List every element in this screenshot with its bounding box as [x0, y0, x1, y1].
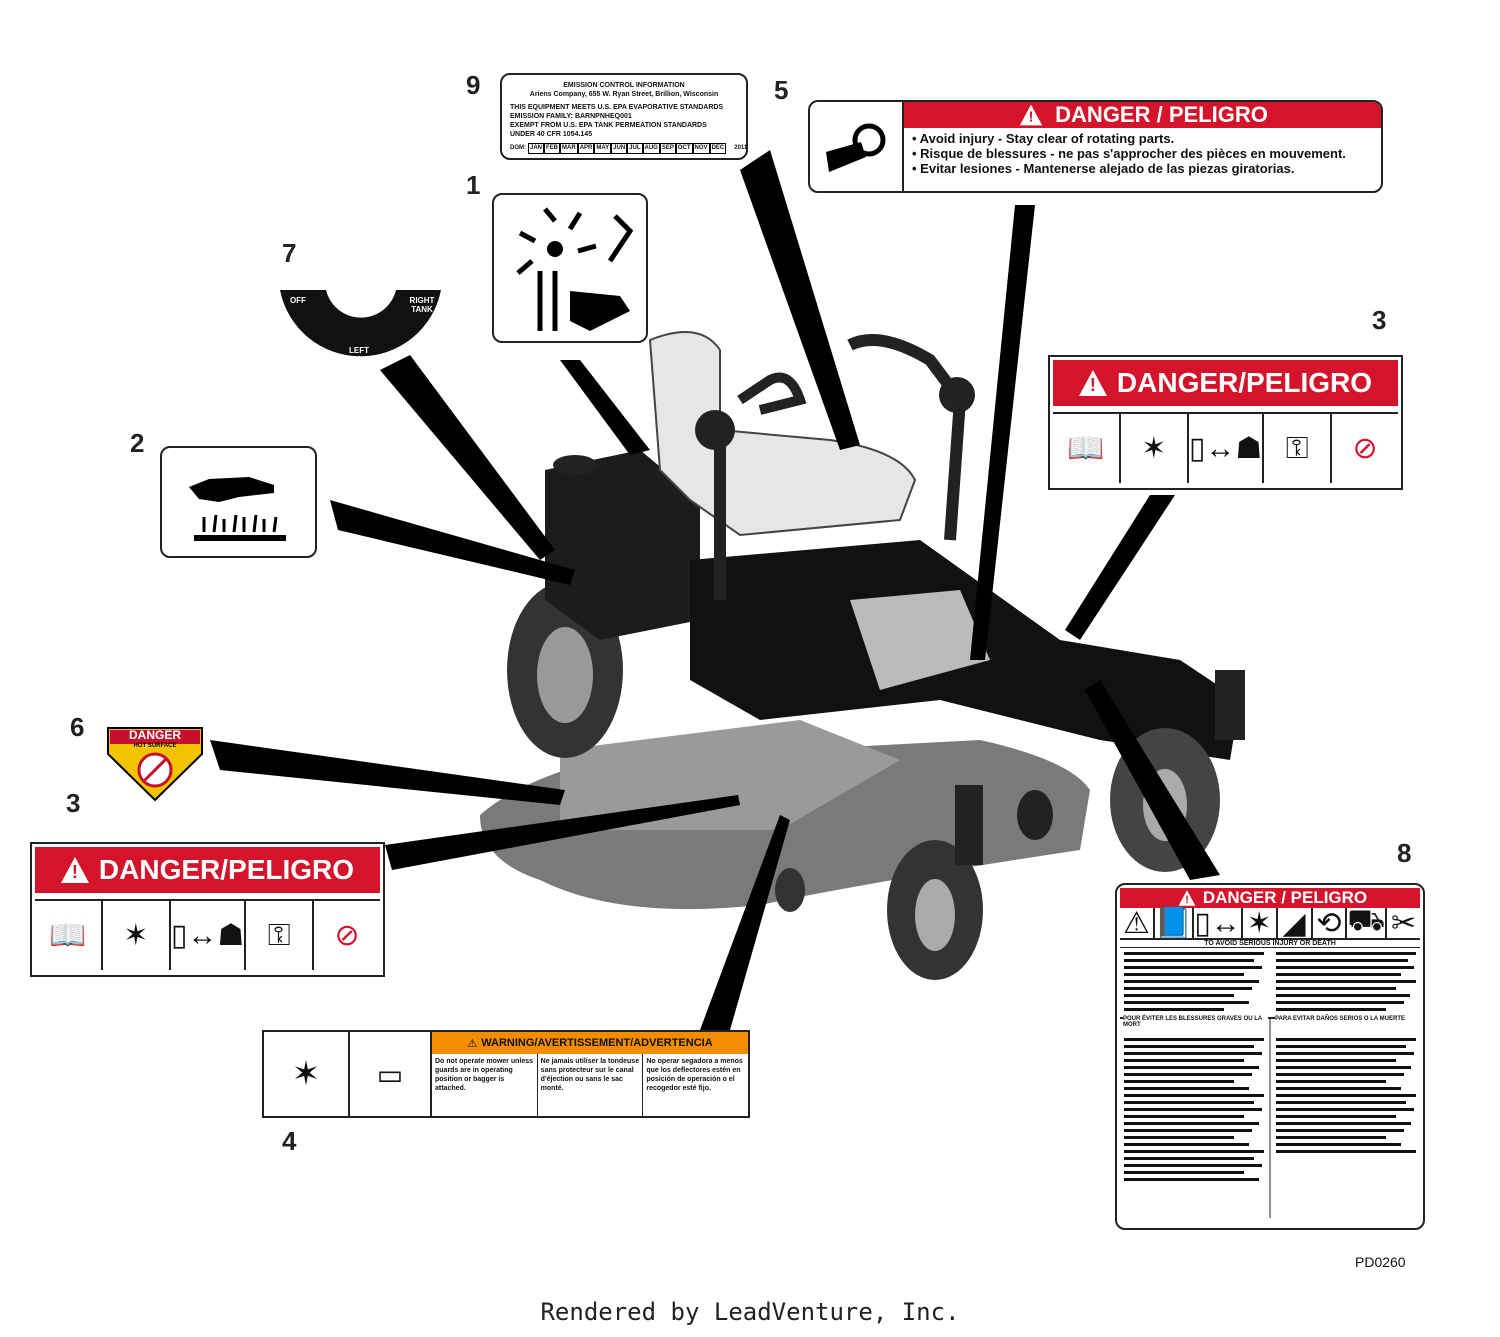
leader-5b: [970, 205, 1035, 660]
warning-text-en: Do not operate mower unless guards are i…: [432, 1054, 538, 1116]
month: FEB: [544, 143, 560, 154]
emission-line-1: EMISSION CONTROL INFORMATION: [510, 81, 738, 90]
hot-surface-header: DANGER: [106, 728, 204, 742]
entanglement-icon: [810, 102, 904, 191]
slope-icon: ◢: [1278, 908, 1313, 938]
hand-hazard-label: [160, 446, 317, 558]
danger-header: DANGER / PELIGRO: [1055, 102, 1268, 128]
discharge-warning-label: ✶ ▭ ⚠ WARNING/AVERTISSEMENT/ADVERTENCIA …: [262, 1030, 750, 1118]
keep-distance-icon: ▯↔☗: [171, 901, 246, 970]
manual-icon: 📖: [35, 901, 103, 970]
rotating-parts-label: DANGER / PELIGRO • Avoid injury - Stay c…: [808, 100, 1383, 193]
pictogram-strip: ⚠ 📘 ▯↔ ✶ ◢ ⟲ ⛟ ✂: [1120, 908, 1420, 940]
emission-line-6: UNDER 40 CFR 1054.145: [510, 130, 738, 139]
keep-distance-icon: ▯↔☗: [1189, 414, 1264, 483]
month: JUN: [611, 143, 627, 154]
month: SEP: [660, 143, 676, 154]
leader-3-right: [1065, 495, 1175, 640]
callout-3-right: 3: [1372, 305, 1386, 336]
emission-line-3: THIS EQUIPMENT MEETS U.S. EPA EVAPORATIV…: [510, 103, 738, 112]
fuel-right-tank: RIGHT TANK: [404, 296, 440, 314]
cutting-hazard-label: [492, 193, 648, 343]
remove-key-icon: ⚿: [1264, 414, 1332, 483]
danger-pictogram-label-right: DANGER/PELIGRO 📖 ✶ ▯↔☗ ⚿ ⊘: [1048, 355, 1403, 490]
hand-blade-icon: [500, 201, 640, 336]
warning-line-fr: • Risque de blessures - ne pas s'approch…: [912, 146, 1373, 161]
leader-4: [700, 815, 790, 1030]
hot-surface-subtitle: HOT SURFACE: [106, 743, 204, 749]
month: DEC: [710, 143, 727, 154]
month: OCT: [676, 143, 693, 154]
warning-line-es: • Evitar lesiones - Mantenerse alejado d…: [912, 161, 1373, 176]
warning-text-fr: Ne jamais utiliser la tondeuse sans prot…: [538, 1054, 644, 1116]
danger-pictogram-label-left: DANGER/PELIGRO 📖 ✶ ▯↔☗ ⚿ ⊘: [30, 842, 385, 977]
emission-line-2: Ariens Company, 655 W. Ryan Street, Bril…: [510, 90, 738, 99]
callout-7: 7: [282, 238, 296, 269]
warning-icon: ⚠: [1120, 908, 1155, 938]
warning-line-en: • Avoid injury - Stay clear of rotating …: [912, 131, 1373, 146]
no-passengers-icon: ⊘: [314, 901, 380, 970]
emission-label: EMISSION CONTROL INFORMATION Ariens Comp…: [500, 73, 748, 160]
leader-3-left: [385, 795, 740, 870]
section-es-title: PARA EVITAR DAÑOS SERIOS O LA MUERTE: [1275, 1016, 1420, 1022]
month: AUG: [643, 143, 660, 154]
month: NOV: [693, 143, 710, 154]
warning-text-es: No operar segadora a menos que los defle…: [643, 1054, 748, 1116]
month: APR: [578, 143, 595, 154]
callout-2: 2: [130, 428, 144, 459]
callout-5: 5: [774, 75, 788, 106]
year: 2011: [734, 144, 747, 153]
rollover-icon: ⟲: [1313, 908, 1348, 938]
leader-6: [210, 740, 565, 805]
callout-4: 4: [282, 1126, 296, 1157]
callout-3-left: 3: [66, 788, 80, 819]
keep-distance-icon: ▯↔: [1194, 908, 1243, 938]
section-fr-title: POUR ÉVITER LES BLESSURES GRAVES OU LA M…: [1123, 1016, 1268, 1028]
month: JUL: [627, 143, 642, 154]
diagram-code: PD0260: [1355, 1254, 1406, 1270]
thrown-object-icon: ✶: [1121, 414, 1189, 483]
callout-8: 8: [1397, 838, 1411, 869]
thrown-object-icon: ✶: [1243, 908, 1278, 938]
thrown-object-icon: ✶: [103, 901, 171, 970]
callout-1: 1: [466, 170, 480, 201]
dom-label: DOM:: [510, 144, 526, 153]
warning-header: WARNING/AVERTISSEMENT/ADVERTENCIA: [481, 1037, 712, 1049]
remove-key-icon: ⚿: [246, 901, 314, 970]
month-boxes: JAN FEB MAR APR MAY JUN JUL AUG SEP OCT …: [528, 143, 726, 154]
callout-6: 6: [70, 712, 84, 743]
fuel-off: OFF: [290, 296, 306, 305]
manual-icon: 📖: [1053, 414, 1121, 483]
no-passengers-icon: ⊘: [1332, 414, 1398, 483]
thrown-object-icon: ✶: [264, 1032, 350, 1116]
emission-line-5: EXEMPT FROM U.S. EPA TANK PERMEATION STA…: [510, 121, 738, 130]
tipping-icon: ⛟: [1347, 908, 1387, 938]
operator-danger-label: DANGER / PELIGRO ⚠ 📘 ▯↔ ✶ ◢ ⟲ ⛟ ✂ TO AVO…: [1115, 883, 1425, 1230]
label8-text-body: [1120, 948, 1420, 1218]
leader-1: [560, 360, 650, 455]
leader-8: [1085, 680, 1220, 880]
fuel-left-tank: LEFT TANK: [344, 346, 374, 364]
blade-icon: ✂: [1387, 908, 1420, 938]
danger-header: DANGER/PELIGRO: [1117, 367, 1372, 399]
warning-icon: ⚠: [467, 1037, 477, 1050]
month: MAR: [560, 143, 578, 154]
leader-5: [740, 150, 860, 450]
footer-credit: Rendered by LeadVenture, Inc.: [0, 1298, 1500, 1326]
manual-icon: 📘: [1155, 908, 1194, 938]
deflector-icon: ▭: [350, 1032, 432, 1116]
callout-9: 9: [466, 70, 480, 101]
emission-line-4: EMISSION FAMILY: BARNPNHEQ001: [510, 112, 738, 121]
hand-over-blades-icon: [179, 457, 299, 547]
month: JAN: [528, 143, 544, 154]
danger-header: DANGER/PELIGRO: [99, 854, 354, 886]
month: MAY: [594, 143, 611, 154]
